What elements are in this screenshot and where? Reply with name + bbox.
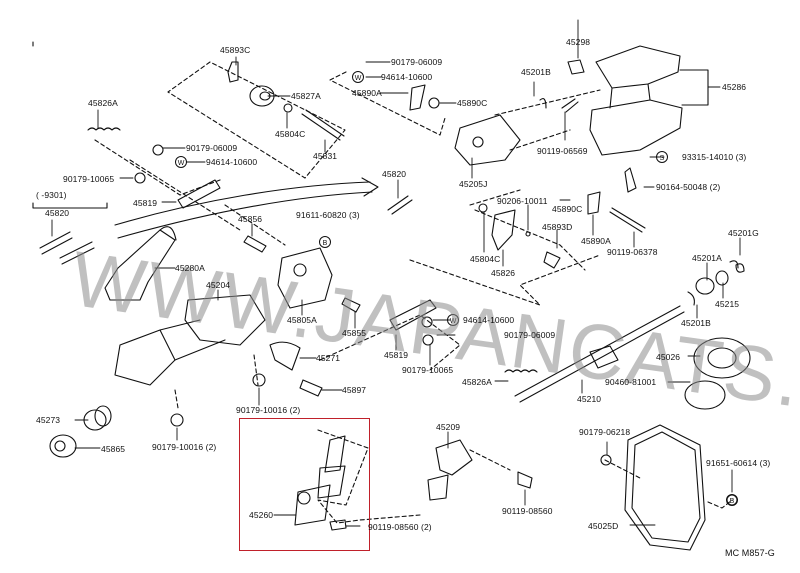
part-label-45026[interactable]: 45026	[656, 352, 681, 362]
washer-symbol-a	[352, 71, 364, 83]
part-label-45201A[interactable]: 45201A	[692, 253, 722, 263]
part-label-45273[interactable]: 45273	[36, 415, 61, 425]
part-label-90119-06378[interactable]: 90119-06378	[607, 247, 658, 257]
part-label-45826A-top[interactable]: 45826A	[88, 98, 118, 108]
washer-glyph-a: W	[355, 75, 362, 82]
bolt-symbol-b	[726, 494, 738, 506]
part-label-45820-mid[interactable]: 45820	[382, 169, 407, 179]
bolt-glyph-a: B	[323, 240, 328, 247]
part-label-45826A-mid[interactable]: 45826A	[462, 377, 492, 387]
part-label-90179-10065-a[interactable]: 90179-10065	[63, 174, 115, 184]
part-label-90119-08560-b[interactable]: 90119-08560	[502, 506, 553, 516]
part-label-45897[interactable]: 45897	[342, 385, 367, 395]
part-label-45805A[interactable]: 45805A	[287, 315, 317, 325]
part-label-91651-60614[interactable]: 91651-60614 (3)	[706, 458, 771, 468]
diagram-reference-code: MC M857-G	[725, 548, 775, 558]
part-label-94614-10600-c[interactable]: 94614-10600	[463, 315, 515, 325]
part-label-45260[interactable]: 45260	[249, 510, 274, 520]
part-label-45271[interactable]: 45271	[316, 353, 341, 363]
part-label-90179-10016-b[interactable]: 90179-10016 (2)	[152, 442, 217, 452]
part-label-90460-81001[interactable]: 90460-81001	[605, 377, 657, 387]
washer-glyph-b: W	[178, 160, 185, 167]
part-label-45831[interactable]: 45831	[313, 151, 338, 161]
part-label-45865[interactable]: 45865	[101, 444, 126, 454]
washer-glyph-c: W	[450, 318, 457, 325]
part-label-90179-06009-b[interactable]: 90179-06009	[391, 57, 443, 67]
part-label-45890A-mid[interactable]: 45890A	[581, 236, 611, 246]
part-label-93315-14010[interactable]: 93315-14010 (3)	[682, 152, 747, 162]
part-label-45819-b[interactable]: 45819	[384, 350, 409, 360]
part-label-45280A[interactable]: 45280A	[175, 263, 205, 273]
part-label-90179-06009-a[interactable]: 90179-06009	[186, 143, 238, 153]
part-label-45215[interactable]: 45215	[715, 299, 740, 309]
part-label-45201B-mid[interactable]: 45201B	[681, 318, 711, 328]
part-label-90179-06218[interactable]: 90179-06218	[579, 427, 631, 437]
part-label-45804C-top[interactable]: 45804C	[275, 129, 306, 139]
part-label-90206-10011[interactable]: 90206-10011	[497, 196, 548, 206]
part-label-45804C-mid[interactable]: 45804C	[470, 254, 501, 264]
screw-symbol	[656, 151, 668, 163]
leader-lines	[51, 19, 741, 527]
part-label-90164-50048[interactable]: 90164-50048 (2)	[656, 182, 721, 192]
bolt-symbol-a	[319, 236, 331, 248]
part-label-90119-08560-a[interactable]: 90119-08560 (2)	[368, 522, 432, 532]
part-label-45201G[interactable]: 45201G	[728, 228, 759, 238]
part-label-91611-60820[interactable]: 91611-60820 (3)	[296, 210, 360, 220]
part-label-45210[interactable]: 45210	[577, 394, 602, 404]
part-label-45856[interactable]: 45856	[238, 214, 263, 224]
part-label-45204[interactable]: 45204	[206, 280, 231, 290]
serial-range-note: ( -9301)	[36, 190, 67, 200]
part-label-94614-10600-a[interactable]: 94614-10600	[206, 157, 258, 167]
part-label-90179-10016-a[interactable]: 90179-10016 (2)	[236, 405, 301, 415]
part-label-45826[interactable]: 45826	[491, 268, 516, 278]
part-label-90179-10065-b[interactable]: 90179-10065	[402, 365, 454, 375]
part-label-90179-06009-c[interactable]: 90179-06009	[504, 330, 556, 340]
part-label-45855[interactable]: 45855	[342, 328, 367, 338]
part-label-45025D[interactable]: 45025D	[588, 521, 619, 531]
part-label-45893C[interactable]: 45893C	[220, 45, 251, 55]
part-label-45827A[interactable]: 45827A	[291, 91, 321, 101]
part-label-45819-a[interactable]: 45819	[133, 198, 158, 208]
part-label-45205J[interactable]: 45205J	[459, 179, 488, 189]
bolt-glyph-b: B	[730, 498, 735, 505]
part-label-45893D[interactable]: 45893D	[542, 222, 573, 232]
highlight-box-45260	[239, 418, 370, 551]
part-label-45201B-top[interactable]: 45201B	[521, 67, 551, 77]
direction-arrow	[114, 181, 371, 226]
part-label-45286[interactable]: 45286	[722, 82, 747, 92]
part-label-45890C-top[interactable]: 45890C	[457, 98, 488, 108]
part-label-94614-10600-b[interactable]: 94614-10600	[381, 72, 433, 82]
part-label-45890A-top[interactable]: 45890A	[352, 88, 382, 98]
part-label-45298[interactable]: 45298	[566, 37, 591, 47]
part-label-45209[interactable]: 45209	[436, 422, 461, 432]
part-label-90119-06569[interactable]: 90119-06569	[537, 146, 588, 156]
part-label-45890C-mid[interactable]: 45890C	[552, 204, 583, 214]
guide-lines	[94, 61, 733, 524]
washer-symbol-c	[447, 314, 459, 326]
washer-symbol-b	[175, 156, 187, 168]
screw-glyph: S	[660, 155, 665, 162]
part-label-45820-left[interactable]: 45820	[45, 208, 70, 218]
